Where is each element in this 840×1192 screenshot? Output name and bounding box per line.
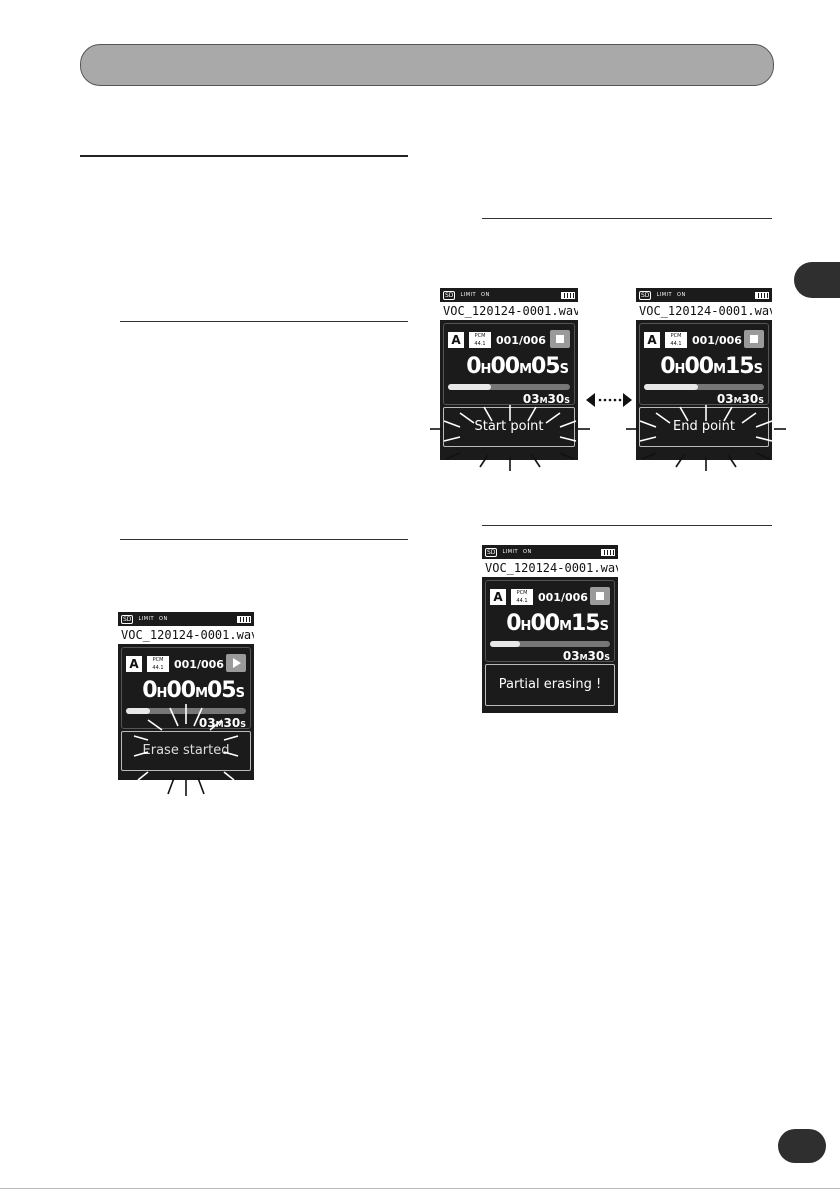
playback-panel: A PCM 44.1 001/006 0H00M15S 03M30S <box>639 323 769 406</box>
elapsed-time: 0H00M05S <box>142 678 245 703</box>
progress-bar <box>644 384 764 390</box>
folder-a-icon: A <box>490 589 506 605</box>
step-rule <box>120 539 408 540</box>
status-bar: SD LIMIT ON <box>482 545 618 559</box>
track-counter: 001/006 <box>692 334 742 347</box>
recorder-screen-end-point: SD LIMIT ON VOC_120124-0001.wav A PCM 44… <box>636 288 772 460</box>
on-indicator: ON <box>481 292 490 298</box>
battery-icon <box>561 291 575 299</box>
folder-a-icon: A <box>126 656 142 672</box>
file-name: VOC_120124-0001.wav <box>482 559 618 577</box>
sd-card-icon: SD <box>443 290 456 300</box>
step-rule <box>482 218 772 219</box>
section-rule <box>80 155 408 157</box>
sd-card-icon: SD <box>639 290 652 300</box>
status-bar: SD LIMIT ON <box>440 288 578 302</box>
stop-icon <box>550 330 570 348</box>
pcm-format-icon: PCM 44.1 <box>147 656 169 672</box>
playback-panel: A PCM 44.1 001/006 0H00M05S 03M30S <box>121 647 251 730</box>
step-rule <box>120 321 408 322</box>
progress-bar <box>448 384 570 390</box>
page-number-badge <box>778 1129 826 1163</box>
progress-fill <box>490 641 520 647</box>
folder-a-icon: A <box>448 332 464 348</box>
remaining-time: 03M30S <box>198 716 246 730</box>
remaining-time: 03M30S <box>562 649 610 663</box>
message-box: End point <box>639 407 769 447</box>
section-header-bar <box>80 44 774 86</box>
sd-card-icon: SD <box>121 614 134 624</box>
sd-card-icon: SD <box>485 547 498 557</box>
battery-icon <box>601 548 615 556</box>
progress-fill <box>644 384 698 390</box>
elapsed-time: 0H00M05S <box>466 354 569 379</box>
elapsed-time: 0H00M15S <box>660 354 763 379</box>
battery-icon <box>755 291 769 299</box>
on-indicator: ON <box>523 549 532 555</box>
limit-indicator: LIMIT <box>138 616 155 622</box>
progress-bar <box>126 708 246 714</box>
recorder-screen-erase-started: SD LIMIT ON VOC_120124-0001.wav A PCM 44… <box>118 612 254 780</box>
pcm-format-icon: PCM 44.1 <box>665 332 687 348</box>
track-counter: 001/006 <box>174 658 224 671</box>
folder-a-icon: A <box>644 332 660 348</box>
message-box: Erase started <box>121 731 251 771</box>
file-name: VOC_120124-0001.wav <box>118 626 254 644</box>
file-name: VOC_120124-0001.wav <box>636 302 772 320</box>
elapsed-time: 0H00M15S <box>506 611 609 636</box>
playback-panel: A PCM 44.1 001/006 0H00M05S 03M30S <box>443 323 575 406</box>
step-rule <box>482 525 772 526</box>
limit-indicator: LIMIT <box>656 292 673 298</box>
chapter-tab <box>794 262 840 298</box>
recorder-screen-start-point: SD LIMIT ON VOC_120124-0001.wav A PCM 44… <box>440 288 578 460</box>
recorder-screen-partial-erasing: SD LIMIT ON VOC_120124-0001.wav A PCM 44… <box>482 545 618 713</box>
progress-bar <box>490 641 610 647</box>
double-arrow-icon <box>586 393 632 407</box>
stop-icon <box>590 587 610 605</box>
remaining-time: 03M30S <box>716 392 764 406</box>
status-bar: SD LIMIT ON <box>118 612 254 626</box>
file-name: VOC_120124-0001.wav <box>440 302 578 320</box>
track-counter: 001/006 <box>538 591 588 604</box>
limit-indicator: LIMIT <box>460 292 477 298</box>
progress-fill <box>126 708 150 714</box>
remaining-time: 03M30S <box>522 392 570 406</box>
playback-panel: A PCM 44.1 001/006 0H00M15S 03M30S <box>485 580 615 663</box>
stop-icon <box>744 330 764 348</box>
on-indicator: ON <box>677 292 686 298</box>
battery-icon <box>237 615 251 623</box>
progress-fill <box>448 384 491 390</box>
track-counter: 001/006 <box>496 334 546 347</box>
message-box: Partial erasing ! <box>485 664 615 706</box>
status-bar: SD LIMIT ON <box>636 288 772 302</box>
limit-indicator: LIMIT <box>502 549 519 555</box>
play-icon <box>226 654 246 672</box>
on-indicator: ON <box>159 616 168 622</box>
page-bottom-line <box>0 1188 840 1189</box>
pcm-format-icon: PCM 44.1 <box>469 332 491 348</box>
message-box: Start point <box>443 407 575 447</box>
pcm-format-icon: PCM 44.1 <box>511 589 533 605</box>
